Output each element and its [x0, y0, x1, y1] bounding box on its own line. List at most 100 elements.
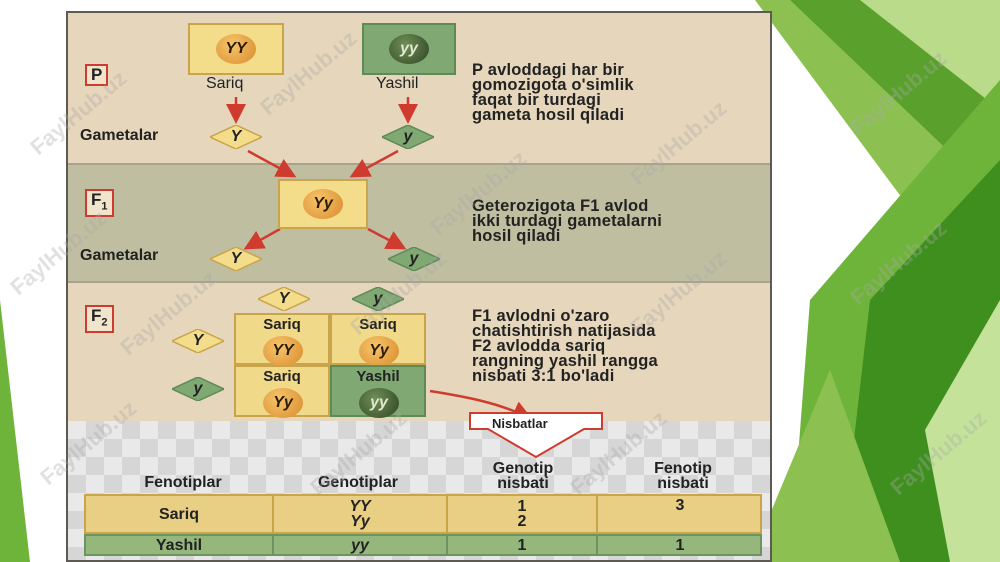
parent-yellow-box: YY	[188, 23, 284, 75]
nisbatlar-arrow-icon	[469, 412, 603, 459]
phenotype-label: Sariq	[359, 316, 397, 333]
desc-line: ikki turdagi gametalarni	[472, 212, 663, 230]
desc-line: chatishtirish natijasida	[472, 322, 656, 340]
gamete-text: y	[373, 290, 383, 307]
yellow-seed-icon: Yy	[303, 189, 343, 219]
slide-decoration-right	[750, 0, 1000, 562]
divider	[446, 536, 448, 554]
slide-decoration-left	[0, 300, 30, 562]
desc-line: P avloddagi har bir	[472, 61, 625, 79]
phenotype-cell: Sariq	[158, 505, 199, 523]
gamete-text: Y	[278, 290, 290, 307]
table-row: Sariq YY Yy 1 2 3	[84, 494, 762, 534]
desc-line: hosil qiladi	[472, 227, 561, 245]
genotype-label: Yy	[273, 394, 293, 411]
gamete-text: Y	[230, 250, 242, 267]
green-seed-icon: yy	[389, 34, 429, 64]
generation-label-p: P	[85, 64, 109, 86]
gamete-y: y	[388, 247, 440, 271]
desc-line: faqat bir turdagi	[472, 91, 601, 109]
genotypes-cell: YY Yy	[274, 496, 446, 532]
diamond-yellow-icon	[258, 287, 310, 311]
header-line: Genotip	[492, 460, 554, 477]
ratio-text: 2	[517, 513, 527, 530]
gamete-Y: Y	[258, 287, 310, 311]
genotype-label: YY	[272, 342, 294, 359]
genotype-label: yy	[400, 40, 418, 57]
genotype-label: Yy	[313, 195, 333, 212]
monohybrid-cross-diagram: P YY Sariq yy Yashil Gametalar Y y P avl…	[66, 11, 772, 562]
diamond-green-icon	[388, 247, 440, 271]
gamete-text: Y	[192, 332, 204, 349]
yellow-seed-icon: YY	[216, 34, 256, 64]
genotype-text: YY	[349, 498, 371, 515]
gamete-text: Y	[230, 128, 242, 145]
genotype-text: Yy	[350, 513, 370, 530]
punnett-cell: Sariq Yy	[330, 313, 426, 366]
parent-green-box: yy	[362, 23, 456, 75]
parent-green-label: Yashil	[376, 75, 419, 92]
table-header-fenotiplar: Fenotiplar	[144, 474, 222, 491]
gamete-text: y	[409, 250, 419, 267]
gamete-text: y	[193, 380, 203, 397]
table-header-fenotip-nisbati: Fenotip nisbati	[608, 460, 758, 492]
f1-description: Geterozigota F1 avlod ikki turdagi gamet…	[472, 197, 663, 245]
divider	[68, 281, 770, 283]
gamete-y: y	[382, 125, 434, 149]
phenotype-label: Sariq	[263, 316, 301, 333]
yellow-seed-icon: Yy	[359, 336, 399, 366]
phenotype-label: Sariq	[263, 368, 301, 385]
generation-label-f2: F2	[85, 305, 114, 334]
gamete-text: y	[403, 128, 413, 145]
desc-line: nisbati 3:1 bo'ladi	[472, 367, 615, 385]
divider	[272, 536, 274, 554]
phenotype-label: Yashil	[356, 368, 400, 385]
header-line: nisbati	[657, 475, 709, 492]
desc-line: rangning yashil rangga	[472, 352, 658, 370]
green-seed-icon: yy	[359, 388, 399, 418]
gamete-Y: Y	[210, 247, 262, 271]
f1-box: Yy	[278, 179, 368, 229]
genotype-ratio-cell: 1 2	[448, 496, 596, 532]
punnett-cell: Yashil yy	[330, 365, 426, 418]
gamete-y: y	[352, 287, 404, 311]
desc-line: Geterozigota F1 avlod	[472, 197, 649, 215]
divider	[68, 163, 770, 165]
divider	[272, 496, 274, 532]
diamond-yellow-icon	[210, 247, 262, 271]
divider	[596, 496, 598, 532]
yellow-seed-icon: Yy	[263, 388, 303, 418]
diamond-green-icon	[382, 125, 434, 149]
header-line: Fenotip	[654, 460, 712, 477]
divider	[446, 496, 448, 532]
genotype-label: yy	[370, 394, 388, 411]
gametes-label-f1: Gametalar	[80, 247, 159, 264]
genotypes-cell: yy	[351, 536, 369, 554]
ratio-text: 1	[517, 498, 527, 515]
punnett-cell: Sariq YY	[234, 313, 330, 366]
f2-description: F1 avlodni o'zaro chatishtirish natijasi…	[472, 307, 658, 385]
diamond-green-icon	[352, 287, 404, 311]
header-line: nisbati	[497, 475, 549, 492]
generation-label-f1: F1	[85, 189, 114, 218]
gamete-Y: Y	[172, 329, 224, 353]
yellow-seed-icon: YY	[263, 336, 303, 366]
desc-line: gomozigota o'simlik	[472, 76, 634, 94]
parent-yellow-label: Sariq	[206, 75, 244, 92]
genotype-label: YY	[225, 40, 247, 57]
diamond-yellow-icon	[210, 125, 262, 149]
gamete-Y: Y	[210, 125, 262, 149]
p-description: P avloddagi har bir gomozigota o'simlik …	[472, 61, 634, 124]
divider	[596, 536, 598, 554]
desc-line: gameta hosil qiladi	[472, 106, 625, 124]
genotype-ratio-cell: 1	[517, 536, 527, 554]
table-header-genotip-nisbati: Genotip nisbati	[448, 460, 598, 492]
phenotype-ratio-cell: 1	[675, 536, 685, 554]
desc-line: F2 avlodda sariq	[472, 337, 606, 355]
table-row: Yashil yy 1 1	[84, 534, 762, 556]
gametes-label-p: Gametalar	[80, 127, 159, 144]
diamond-yellow-icon	[172, 329, 224, 353]
nisbatlar-label: Nisbatlar	[492, 416, 548, 431]
desc-line: F1 avlodni o'zaro	[472, 307, 610, 325]
diamond-green-icon	[172, 377, 224, 401]
